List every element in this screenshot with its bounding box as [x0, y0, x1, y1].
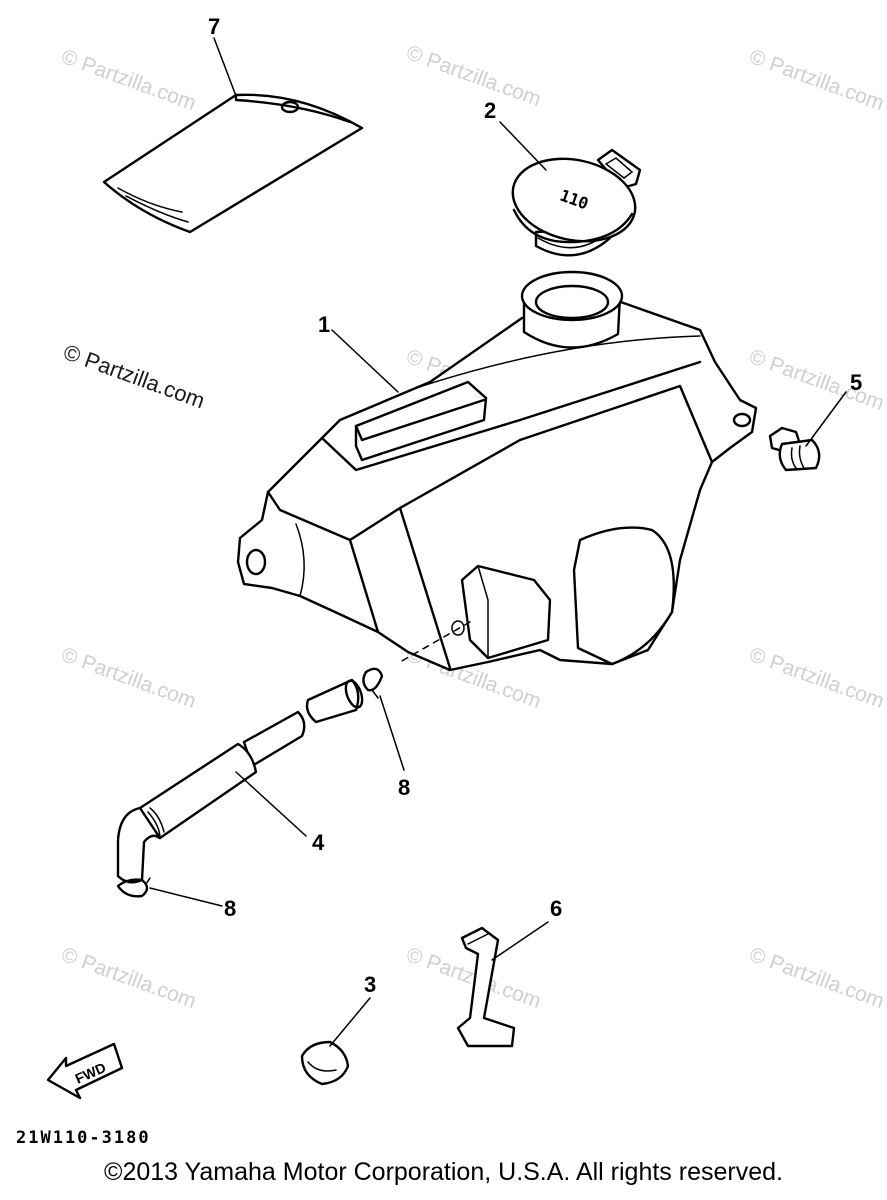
callout-5: 5	[850, 370, 862, 395]
callout-3: 3	[364, 972, 376, 997]
leader-lines	[149, 37, 847, 1047]
callout-numbers: 7 2 1 5 8 4 8 6 3	[208, 14, 862, 997]
watermark-text: © Partzilla.com	[58, 45, 199, 115]
watermark-text: © Partzilla.com	[58, 643, 199, 713]
watermark-text: © Partzilla.com	[746, 643, 887, 713]
copyright-notice: ©2013 Yamaha Motor Corporation, U.S.A. A…	[104, 1158, 783, 1186]
callout-7: 7	[208, 14, 220, 39]
part-6-band	[456, 926, 516, 1048]
watermark-text: © Partzilla.com	[746, 45, 887, 115]
part-7-tool-bag	[102, 93, 364, 234]
watermark-text-dark: © Partzilla.com	[60, 339, 208, 413]
callout-2: 2	[484, 98, 496, 123]
watermark-text: © Partzilla.com	[58, 943, 199, 1013]
watermark-text: © Partzilla.com	[746, 943, 887, 1013]
part-3-grommet	[300, 1040, 350, 1086]
callout-8-lower: 8	[224, 896, 236, 921]
callout-1: 1	[318, 312, 330, 337]
part-8-clip-upper	[362, 667, 384, 699]
part-1-oil-tank	[236, 270, 758, 672]
part-8-clip-lower	[116, 877, 151, 898]
watermark-text: © Partzilla.com	[746, 345, 887, 415]
part-4-oil-hose	[116, 678, 364, 884]
callout-6: 6	[550, 896, 562, 921]
part-2-tank-cap: 110	[511, 148, 642, 257]
part-5-bolt	[768, 426, 821, 472]
diagram-code: 21W110-3180	[16, 1128, 151, 1148]
callout-4: 4	[312, 830, 325, 855]
fwd-arrow-icon: FWD	[46, 1042, 124, 1100]
watermark-text: © Partzilla.com	[403, 41, 544, 111]
callout-8-upper: 8	[398, 775, 410, 800]
